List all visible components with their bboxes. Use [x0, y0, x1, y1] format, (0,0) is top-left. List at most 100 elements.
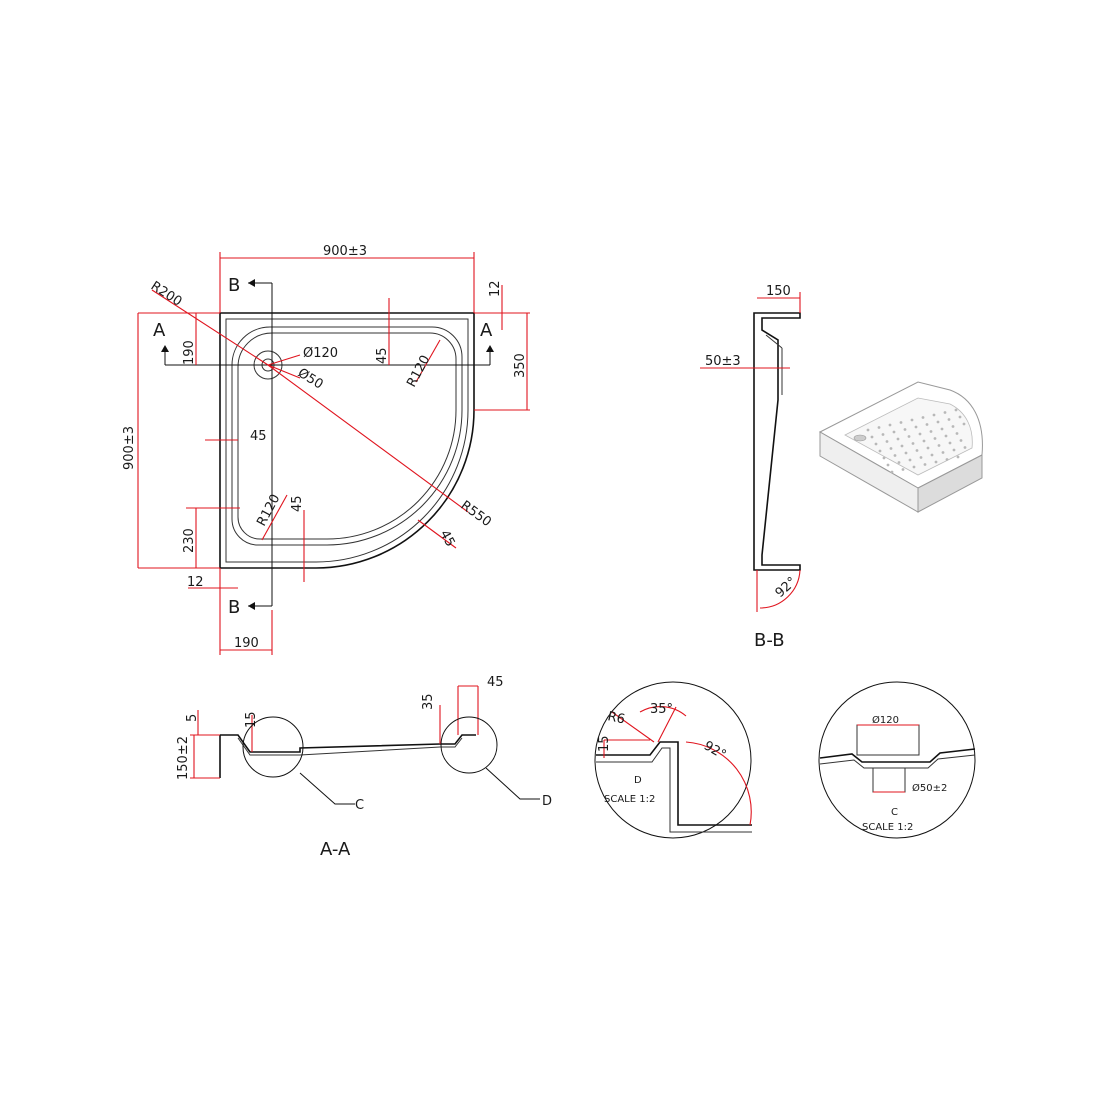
- texture-dot: [955, 432, 959, 435]
- texture-dot: [945, 458, 949, 461]
- texture-dot: [866, 428, 870, 432]
- texture-dot: [933, 437, 937, 440]
- texture-dot: [958, 415, 962, 419]
- texture-dot: [922, 439, 926, 443]
- texture-dot: [947, 418, 951, 421]
- texture-dot: [892, 430, 896, 434]
- texture-dot: [926, 446, 930, 450]
- aa-dim-5: 5: [185, 714, 200, 722]
- callout-d-circle: [440, 716, 498, 774]
- c-letter: C: [891, 807, 898, 818]
- texture-dot: [889, 447, 893, 450]
- d-dim-r6: R6: [606, 709, 626, 727]
- detail-c: Ø120 Ø50±2 C SCALE 1:2: [818, 681, 976, 839]
- bb-dim-50: 50±3: [705, 354, 741, 369]
- texture-dot: [893, 454, 897, 457]
- detail-d-circle: [594, 681, 752, 839]
- callout-c-label: C: [355, 798, 364, 813]
- section-bb-profile: [753, 312, 801, 571]
- texture-dot: [937, 444, 941, 447]
- texture-dot: [944, 434, 948, 438]
- c-dim-120: Ø120: [872, 714, 899, 726]
- d-dim-15: 15: [597, 735, 612, 752]
- marker-a-left: A: [153, 320, 166, 341]
- texture-dot: [897, 461, 901, 464]
- bb-title: B-B: [754, 630, 785, 651]
- texture-dot: [963, 446, 967, 449]
- aa-dim-15: 15: [244, 711, 259, 728]
- texture-dot: [959, 439, 963, 442]
- dim-d120: Ø120: [303, 346, 338, 361]
- texture-dot: [899, 421, 903, 424]
- texture-dot: [921, 416, 925, 419]
- dim-12-bottom: 12: [187, 575, 204, 590]
- dim-190-bottom: 190: [234, 636, 259, 651]
- bb-dim-angle: 92°: [773, 574, 800, 601]
- texture-dot: [915, 449, 919, 452]
- texture-dot: [900, 444, 904, 448]
- texture-dot: [929, 430, 933, 433]
- dim-r550: R550: [458, 498, 494, 530]
- texture-dot: [877, 426, 881, 429]
- texture-dot: [936, 420, 940, 424]
- texture-dot: [925, 423, 929, 426]
- basin-outline: [231, 326, 463, 546]
- dim-45-left: 45: [250, 429, 267, 444]
- detail-c-profile: [819, 748, 976, 763]
- c-scale: SCALE 1:2: [862, 822, 913, 833]
- aa-dim-150: 150±2: [176, 736, 191, 780]
- dim-width-top: 900±3: [323, 244, 367, 259]
- callout-d-label: D: [542, 794, 552, 809]
- texture-dot: [954, 408, 958, 412]
- texture-dot: [956, 455, 960, 459]
- texture-dot: [870, 435, 874, 439]
- d-dim-35: 35°: [650, 702, 673, 717]
- dim-12-top: 12: [488, 280, 503, 297]
- d-dim-92: 92°: [701, 738, 728, 763]
- texture-dot: [888, 423, 892, 427]
- dim-230: 230: [182, 528, 197, 553]
- d-letter: D: [634, 775, 642, 786]
- texture-dot: [932, 413, 936, 417]
- marker-b-bottom: B: [228, 597, 240, 618]
- isometric-view: [818, 381, 983, 513]
- texture-dot: [930, 453, 934, 457]
- dim-45-bottom: 45: [290, 495, 305, 512]
- dim-350: 350: [513, 353, 528, 378]
- texture-dot: [918, 432, 922, 436]
- d-scale: SCALE 1:2: [604, 794, 655, 805]
- texture-dot: [951, 425, 955, 428]
- iso-texture: [866, 408, 967, 474]
- texture-dot: [941, 451, 945, 454]
- dim-190-left: 190: [182, 340, 197, 365]
- aa-dim-35: 35: [421, 693, 436, 710]
- texture-dot: [934, 460, 938, 464]
- texture-dot: [940, 427, 944, 431]
- texture-dot: [903, 428, 907, 431]
- detail-d: 15 R6 35° 92° D SCALE 1:2: [594, 681, 752, 839]
- texture-dot: [901, 468, 905, 471]
- texture-dot: [923, 463, 927, 466]
- dim-height-left: 900±3: [122, 426, 137, 470]
- texture-dot: [904, 451, 908, 455]
- tray-outline: [219, 312, 475, 569]
- texture-dot: [874, 442, 878, 446]
- texture-dot: [890, 470, 894, 474]
- section-aa: 150±2 5 15 35 45 C D A-A: [176, 675, 552, 860]
- texture-dot: [908, 458, 912, 462]
- texture-dot: [914, 425, 918, 429]
- texture-dot: [896, 437, 900, 441]
- texture-dot: [885, 440, 889, 443]
- texture-dot: [881, 433, 885, 436]
- dim-r120-top: R120: [404, 353, 433, 390]
- texture-dot: [962, 422, 966, 426]
- texture-dot: [919, 456, 923, 459]
- texture-dot: [943, 411, 947, 414]
- c-dim-50: Ø50±2: [912, 782, 947, 794]
- texture-dot: [911, 442, 915, 445]
- dim-r200: R200: [148, 279, 185, 310]
- texture-dot: [882, 456, 886, 460]
- plan-view: B B A A 900±3 900±3 R200 190 Ø120 Ø50 45: [122, 244, 530, 655]
- callout-c-circle: [242, 716, 304, 778]
- aa-dim-45: 45: [487, 675, 504, 690]
